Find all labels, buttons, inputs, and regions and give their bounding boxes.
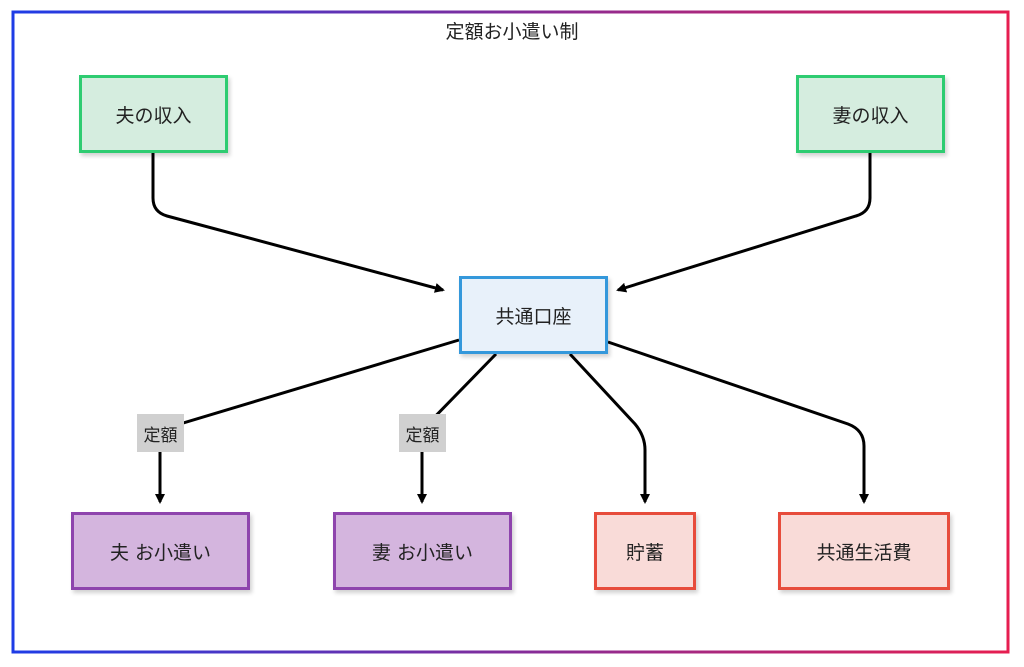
- node-savings: 貯蓄: [594, 512, 696, 590]
- edge-label-husband-allowance: 定額: [137, 414, 184, 452]
- node-husband-income: 夫の収入: [79, 75, 228, 153]
- node-joint-account: 共通口座: [459, 276, 608, 354]
- node-husband-allowance: 夫 お小遣い: [71, 512, 250, 590]
- node-wife-allowance: 妻 お小遣い: [333, 512, 512, 590]
- edge-account-to-savings: [568, 352, 650, 504]
- edge-label-wife-allowance: 定額: [399, 414, 446, 452]
- edge-husband-income-to-account: [151, 153, 445, 293]
- edge-account-to-living-expenses: [607, 340, 869, 504]
- edge-wife-income-to-account: [616, 153, 872, 293]
- node-wife-income: 妻の収入: [796, 75, 945, 153]
- diagram-title: 定額お小遣い制: [445, 21, 579, 43]
- node-living-expenses: 共通生活費: [778, 512, 950, 590]
